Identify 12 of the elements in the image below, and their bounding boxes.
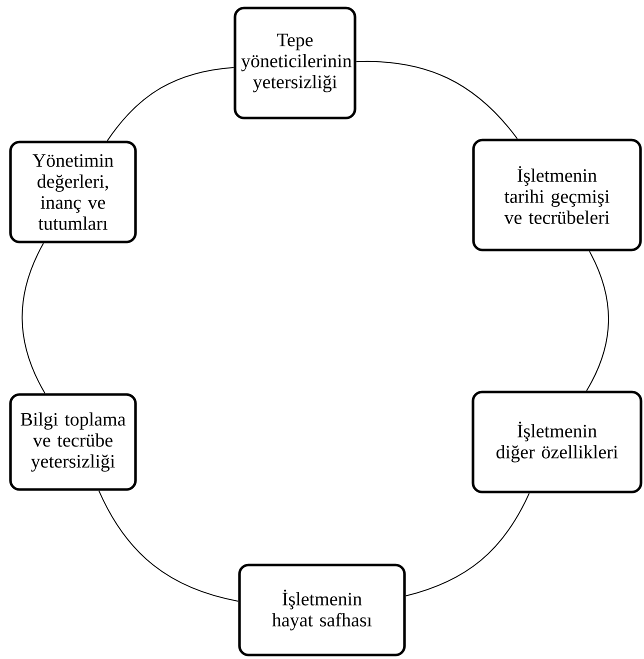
rounded-box: İşletmenin tarihi geçmişi ve tecrübeleri [472,138,642,252]
rounded-box: Tepe yöneticilerinin yetersizliği [234,6,356,120]
rounded-box: Yönetimin değerleri, inanç ve tutumları [9,140,137,244]
arc [405,492,530,596]
arc [586,250,609,392]
rounded-box: İşletmenin diğer özellikleri [472,390,642,494]
rounded-box: Bilgi toplama ve tecrübe yetersizliği [9,393,137,491]
arc [98,490,239,602]
arc [106,66,234,142]
arc [356,60,518,140]
rounded-box: İşletmenin hayat safhası [238,564,406,656]
arc [22,242,46,394]
